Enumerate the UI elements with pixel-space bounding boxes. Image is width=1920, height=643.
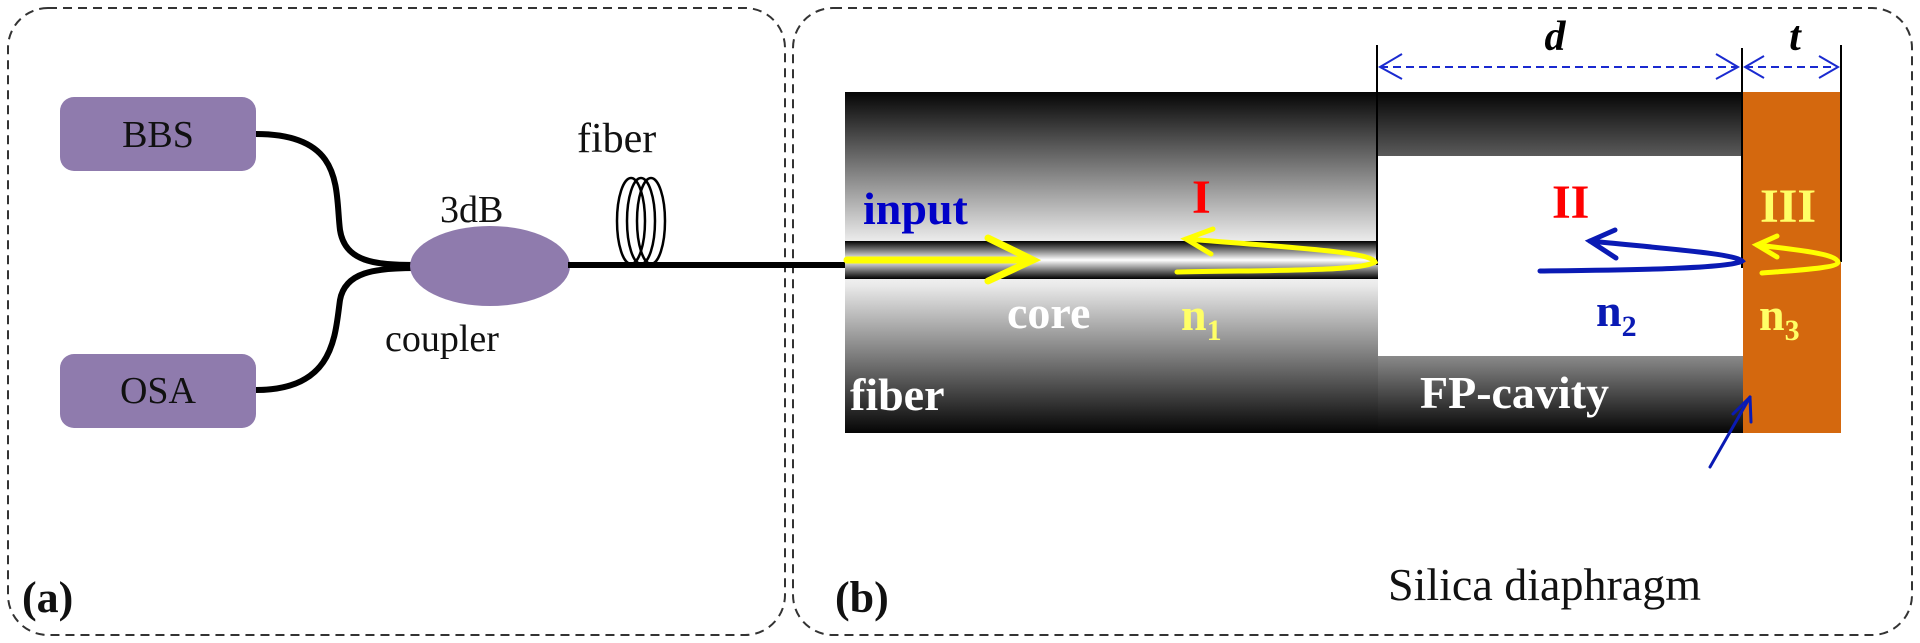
dimension-d-arrow (1377, 53, 1741, 80)
core-label: core (1007, 287, 1090, 338)
panel-a-label: (a) (22, 573, 73, 622)
silica-diaphragm (1743, 92, 1841, 433)
index-n1-label: n1 (1181, 289, 1222, 347)
input-light-arrow (843, 234, 1042, 285)
coupler-3db (410, 226, 570, 306)
dimension-t-arrow (1743, 55, 1840, 79)
reflection-1-arrow (1174, 226, 1379, 275)
region-1-label: I (1192, 171, 1211, 224)
region-2-label: II (1552, 176, 1589, 229)
index-n3-base: n (1759, 289, 1785, 340)
panel-a-frame (7, 7, 786, 636)
cavity-label: FP-cavity (1420, 367, 1609, 418)
cavity-top-wall (1378, 92, 1743, 156)
panel-b-label: (b) (835, 573, 889, 622)
bbs-box (60, 97, 256, 171)
index-n2-label: n2 (1596, 285, 1637, 343)
bbs-fiber-lead (255, 131, 416, 268)
fiber-coil-label: fiber (577, 116, 656, 162)
diaphragm-label: Silica diaphragm (1388, 559, 1701, 610)
osa-fiber-lead (255, 265, 416, 393)
reflection-3-arrow (1751, 233, 1841, 276)
index-n1-base: n (1181, 289, 1207, 340)
bbs-label: BBS (122, 114, 194, 156)
dimension-t-label: t (1789, 14, 1802, 60)
index-n3-label: n3 (1759, 289, 1800, 347)
dimension-d-label: d (1545, 14, 1567, 60)
index-n2-base: n (1596, 285, 1622, 336)
input-label: input (863, 183, 969, 234)
fiber-label: fiber (850, 369, 945, 420)
region-3-label: III (1760, 180, 1816, 233)
coupler-bottom-label: coupler (385, 318, 499, 360)
coupler-top-label: 3dB (440, 189, 503, 231)
osa-box (60, 354, 256, 428)
fp-cavity-air (1378, 156, 1743, 356)
index-n2-sub: 2 (1622, 310, 1637, 343)
osa-label: OSA (120, 370, 197, 412)
cavity-bottom-wall (1378, 356, 1743, 433)
index-n1-sub: 1 (1207, 314, 1222, 347)
index-n3-sub: 3 (1785, 314, 1800, 347)
coil (615, 176, 667, 266)
reflection-2-arrow (1537, 227, 1746, 274)
diaphragm-pointer-arrow (1708, 395, 1753, 469)
